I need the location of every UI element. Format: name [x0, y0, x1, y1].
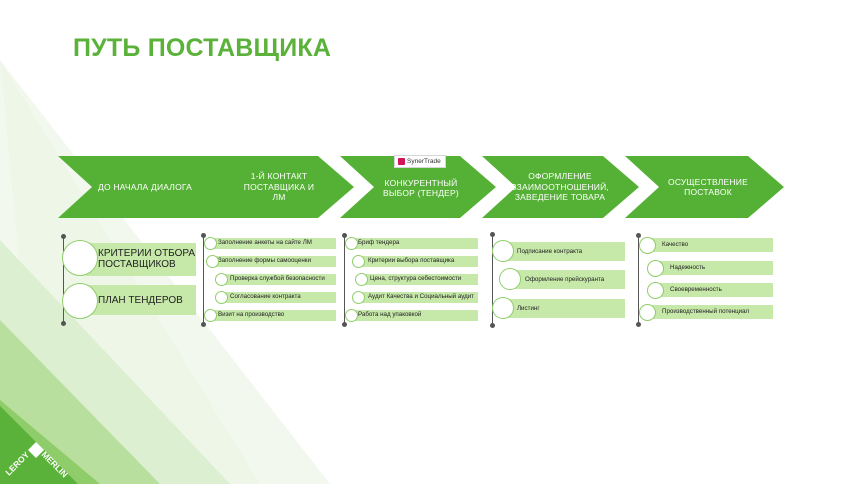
stage-1-circle-2 — [62, 283, 98, 319]
stage-3-item-5: Работа над упаковкой — [352, 310, 478, 321]
chevron-stage-4 — [482, 156, 639, 218]
stage-3-label: КОНКУРЕНТНЫЙ ВЫБОР (ТЕНДЕР) — [383, 177, 459, 199]
stage-2-item-1: Заполнение анкеты на сайте ЛМ — [212, 238, 336, 249]
stage-3-circle-1 — [345, 237, 358, 250]
stage-1-connector — [61, 234, 66, 326]
stage-3-item-1: Бриф тендера — [352, 238, 478, 249]
stage-3-circle-4 — [352, 291, 365, 304]
stage-2-circle-2 — [206, 255, 219, 268]
stage-5-item-1: Качество — [652, 238, 773, 252]
synertrade-label: SynerTrade — [407, 158, 441, 165]
stage-2-circle-1 — [204, 237, 217, 250]
leroy-merlin-logo: LEROY MERLIN — [0, 406, 78, 484]
synertrade-logo-icon — [398, 158, 405, 165]
stage-4-circle-3 — [492, 297, 514, 319]
stage-2-item-3: Проверка службой безопасности — [224, 274, 336, 285]
stage-2-item-2: Заполнение формы самооценки — [212, 256, 336, 267]
stage-2-item-5: Визит на производство — [212, 310, 336, 321]
stage-5-item-3: Своевременность — [660, 283, 773, 297]
stage-3-connector — [342, 233, 347, 327]
stage-5-circle-2 — [647, 260, 664, 277]
stage-4-circle-1 — [492, 240, 514, 262]
stage-3-circle-5 — [345, 309, 358, 322]
stage-1-circle-1 — [62, 240, 98, 276]
stage-4-circle-2 — [499, 268, 521, 290]
stage-2-circle-3 — [215, 273, 228, 286]
stage-1-item-1: КРИТЕРИИ ОТБОРА ПОСТАВЩИКОВ — [86, 243, 196, 276]
stage-5-connector — [636, 233, 641, 327]
stage-5-circle-1 — [639, 237, 656, 254]
stage-2-connector — [201, 233, 206, 327]
chevron-stage-5 — [625, 156, 784, 218]
stage-4-item-1: Подписание контракта — [505, 242, 625, 261]
chevron-stage-1 — [58, 156, 236, 218]
stage-4-connector — [490, 232, 495, 328]
stage-1-item-2: ПЛАН ТЕНДЕРОВ — [86, 285, 196, 315]
stage-3-circle-2 — [352, 255, 365, 268]
stage-5-item-2: Надежность — [660, 261, 773, 275]
chevron-stage-2 — [197, 156, 354, 218]
stage-4-item-3: Листинг — [505, 299, 625, 318]
stage-3-circle-3 — [355, 273, 368, 286]
stage-5-item-4: Производственный потенциал — [652, 305, 773, 319]
stage-2-circle-4 — [215, 291, 228, 304]
stage-2-circle-5 — [204, 309, 217, 322]
stage-5-circle-3 — [647, 282, 664, 299]
stage-4-label: ОФОРМЛЕНИЕ ВЗАИМООТНОШЕНИЙ, ЗАВЕДЕНИЕ ТО… — [511, 171, 609, 203]
stage-4-item-2: Оформление прейскуранта — [513, 270, 625, 289]
stage-1-label: ДО НАЧАЛА ДИАЛОГА — [97, 181, 193, 192]
stage-2-item-4: Согласование контракта — [224, 292, 336, 303]
synertrade-badge: SynerTrade — [394, 155, 446, 168]
stage-3-item-2: Критерии выбора поставщика — [362, 256, 478, 267]
stage-5-label: ОСУЩЕСТВЛЕНИЕ ПОСТАВОК — [668, 176, 748, 198]
chevron-stage-3 — [340, 156, 496, 218]
stage-5-circle-4 — [639, 304, 656, 321]
stage-3-item-4: Аудит Качества и Социальный аудит — [362, 292, 478, 303]
stage-3-item-3: Цена, структура себестоимости — [364, 274, 478, 285]
stage-2-label: 1-Й КОНТАКТ ПОСТАВЩИКА И ЛМ — [243, 171, 315, 203]
page-title: ПУТЬ ПОСТАВЩИКА — [73, 34, 332, 62]
